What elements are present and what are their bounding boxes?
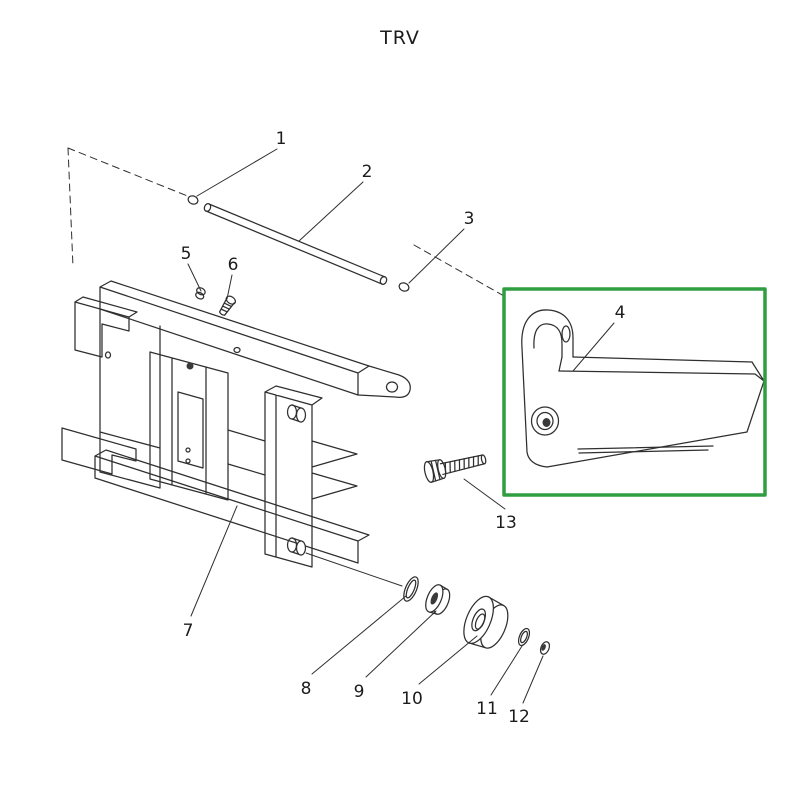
fork-blade-slot (577, 445, 714, 454)
roller-part-10 (463, 595, 509, 649)
pin-part-3 (398, 282, 410, 292)
part-label-13: 13 (495, 513, 517, 533)
fork-part-4 (521, 309, 765, 468)
ring-part-11 (517, 627, 531, 647)
channel-dot-2 (185, 458, 191, 464)
leader-lines (187, 148, 615, 704)
carriage-left-top-bracket (74, 296, 138, 358)
part-label-9: 9 (354, 682, 365, 702)
leader-line-9 (365, 610, 437, 678)
highlight-box-part-4 (502, 287, 767, 497)
diagram-title: TRV (379, 27, 420, 49)
leader-line-3 (408, 228, 465, 284)
leader-line-8 (311, 595, 407, 675)
part-label-6: 6 (228, 255, 239, 275)
part-label-3: 3 (464, 209, 475, 229)
fork-hook (521, 309, 574, 358)
carriage-cross-members (227, 429, 266, 476)
carriage-frame-part-7 (61, 280, 411, 568)
carriage-center-channel (149, 351, 229, 501)
carriage-bottom-pin (286, 537, 307, 556)
axis-dashed-right (413, 244, 505, 297)
leader-line-1 (196, 148, 278, 197)
leader-line-4 (572, 322, 615, 372)
washer-stack (403, 576, 551, 655)
fork-hook-eye (561, 325, 571, 343)
part-label-7: 7 (183, 621, 194, 641)
retaining-ring-part-8 (403, 576, 419, 602)
channel-screw (186, 362, 194, 370)
left-plate-hole (104, 351, 112, 359)
leader-line-2 (298, 181, 364, 242)
leader-line-12 (522, 655, 544, 704)
part-label-11: 11 (476, 699, 498, 719)
washer-axis-line (305, 552, 403, 587)
fork-blade (546, 356, 765, 468)
carriage-right-lug (357, 365, 411, 398)
washer-part-9 (425, 584, 451, 615)
leader-line-6 (226, 274, 233, 300)
carriage-left-plate (99, 308, 161, 489)
tilt-rod-part-2 (203, 202, 388, 286)
carriage-left-bottom-bracket (61, 427, 137, 475)
carriage-top-pin (286, 404, 307, 423)
set-screw-part-5 (195, 287, 206, 300)
pin-part-1 (187, 195, 199, 205)
top-rail-hole (233, 346, 241, 354)
part-label-2: 2 (362, 162, 373, 182)
axis-dashed-top (67, 147, 191, 198)
leader-line-7 (190, 505, 238, 617)
carriage-bottom-rail (94, 449, 370, 564)
construction-lines (67, 147, 505, 587)
channel-dot-1 (185, 447, 191, 453)
part-label-12: 12 (508, 707, 530, 727)
hex-bolt-part-13 (423, 454, 487, 483)
carriage-gussets (311, 440, 358, 500)
part-label-1: 1 (276, 129, 287, 149)
carriage-right-plate (264, 385, 323, 568)
part-label-10: 10 (401, 689, 423, 709)
leader-line-13 (463, 478, 506, 510)
carriage-top-rail (99, 280, 370, 396)
fork-hub (530, 406, 560, 436)
leader-line-5 (187, 263, 202, 292)
leader-line-11 (490, 645, 523, 696)
part-label-8: 8 (301, 679, 312, 699)
part-labels: 1 2 3 4 5 6 7 8 9 10 11 12 13 (181, 129, 626, 727)
part-label-4: 4 (615, 303, 626, 323)
nut-part-12 (539, 641, 551, 655)
fork-shank (521, 347, 563, 468)
drawing-root: 1 2 3 4 5 6 7 8 9 10 11 12 13 (61, 129, 765, 727)
bolt-part-6 (218, 295, 237, 316)
leader-line-10 (418, 635, 478, 685)
lug-hole (385, 381, 399, 393)
bolt-threads (444, 455, 479, 475)
part-label-5: 5 (181, 244, 192, 264)
axis-dashed-left (67, 147, 74, 268)
